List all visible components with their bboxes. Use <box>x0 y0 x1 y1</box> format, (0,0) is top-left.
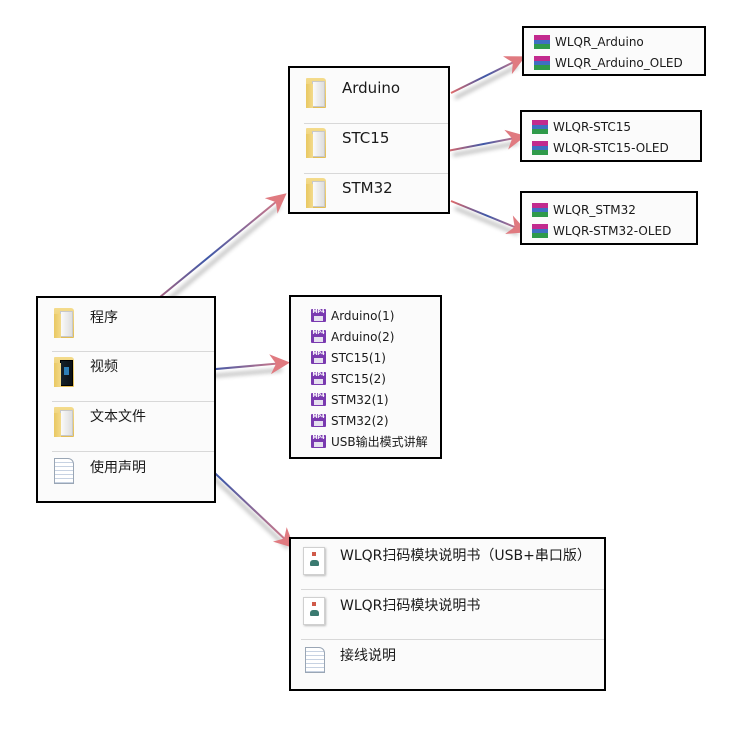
mp4-video-icon: MP4 <box>311 330 326 343</box>
video-item[interactable]: MP4 USB输出模式讲解 <box>311 431 428 452</box>
item-label: WLQR扫码模块说明书（USB+串口版） <box>340 548 591 564</box>
arduino-archives-panel: WLQR_Arduino WLQR_Arduino_OLED <box>522 26 706 76</box>
rar-archive-icon <box>534 56 550 71</box>
text-document-icon <box>54 458 74 484</box>
item-label: STC15(1) <box>331 350 386 365</box>
item-label: WLQR-STC15 <box>553 120 632 134</box>
archive-item[interactable]: WLQR_Arduino_OLED <box>534 56 704 71</box>
mp4-video-icon: MP4 <box>311 414 326 427</box>
item-label: 文本文件 <box>90 409 146 425</box>
text-folder-panel: WLQR扫码模块说明书（USB+串口版） WLQR扫码模块说明书 接线说明 <box>289 537 606 691</box>
item-label: STM32(2) <box>331 413 389 428</box>
folder-icon <box>306 78 326 108</box>
folder-item-arduino[interactable]: Arduino <box>306 78 448 108</box>
stm32-archives-panel: WLQR_STM32 WLQR-STM32-OLED <box>520 191 698 245</box>
root-item-usage-statement[interactable]: 使用声明 <box>54 458 214 484</box>
item-label: Arduino(1) <box>331 308 395 323</box>
folder-icon <box>306 128 326 158</box>
video-folder-icon <box>54 357 74 387</box>
item-label: Arduino <box>342 79 401 97</box>
archive-item[interactable]: WLQR_STM32 <box>532 203 696 218</box>
video-item[interactable]: MP4 Arduino(2) <box>311 326 428 347</box>
arrow-stc15-to-archives <box>446 129 526 152</box>
divider <box>304 173 448 174</box>
mp4-video-icon: MP4 <box>311 309 326 322</box>
archive-item[interactable]: WLQR_Arduino <box>534 35 704 50</box>
folder-item-stc15[interactable]: STC15 <box>306 128 448 158</box>
item-label: 程序 <box>90 310 118 326</box>
divider <box>301 639 604 640</box>
text-document-icon <box>305 647 325 673</box>
item-label: WLQR_Arduino_OLED <box>555 56 683 70</box>
item-label: STC15 <box>342 129 390 147</box>
item-label: 使用声明 <box>90 460 146 476</box>
root-item-video[interactable]: 视频 <box>54 357 214 387</box>
root-item-text-files[interactable]: 文本文件 <box>54 407 214 437</box>
item-label: STC15(2) <box>331 371 386 386</box>
divider <box>304 123 448 124</box>
program-folder-panel: Arduino STC15 STM32 <box>288 66 450 214</box>
video-item[interactable]: MP4 STM32(1) <box>311 389 428 410</box>
folder-icon <box>54 308 74 338</box>
archive-item[interactable]: WLQR-STC15 <box>532 120 700 135</box>
arrow-arduino-to-archives <box>450 56 526 94</box>
mp4-video-icon: MP4 <box>311 372 326 385</box>
word-document-icon <box>303 597 325 625</box>
rar-archive-icon <box>532 224 548 239</box>
arrow-stm32-to-archives <box>450 200 528 234</box>
divider <box>52 351 214 352</box>
item-label: STM32(1) <box>331 392 389 407</box>
archive-item[interactable]: WLQR-STC15-OLED <box>532 141 700 156</box>
stc15-archives-panel: WLQR-STC15 WLQR-STC15-OLED <box>520 110 702 162</box>
item-label: WLQR-STC15-OLED <box>553 141 669 155</box>
folder-icon <box>54 407 74 437</box>
mp4-video-icon: MP4 <box>311 351 326 364</box>
mp4-video-icon: MP4 <box>311 393 326 406</box>
rar-archive-icon <box>532 141 548 156</box>
document-item[interactable]: WLQR扫码模块说明书（USB+串口版） <box>303 547 604 575</box>
divider <box>52 451 214 452</box>
item-label: WLQR-STM32-OLED <box>553 224 672 238</box>
item-label: 视频 <box>90 359 118 375</box>
rar-archive-icon <box>532 203 548 218</box>
rar-archive-icon <box>532 120 548 135</box>
item-label: 接线说明 <box>340 648 396 664</box>
divider <box>52 401 214 402</box>
word-document-icon <box>303 547 325 575</box>
item-label: WLQR扫码模块说明书 <box>340 598 481 614</box>
archive-item[interactable]: WLQR-STM32-OLED <box>532 224 696 239</box>
video-item[interactable]: MP4 STM32(2) <box>311 410 428 431</box>
divider <box>301 589 604 590</box>
root-folder-panel: 程序 视频 文本文件 使用声明 <box>36 296 216 503</box>
video-item[interactable]: MP4 STC15(1) <box>311 347 428 368</box>
document-item[interactable]: 接线说明 <box>305 647 604 673</box>
item-label: USB输出模式讲解 <box>331 435 428 449</box>
item-label: Arduino(2) <box>331 329 395 344</box>
rar-archive-icon <box>534 35 550 50</box>
video-item[interactable]: MP4 Arduino(1) <box>311 305 428 326</box>
document-item[interactable]: WLQR扫码模块说明书 <box>303 597 604 625</box>
folder-icon <box>306 178 326 208</box>
item-label: STM32 <box>342 179 393 197</box>
video-item[interactable]: MP4 STC15(2) <box>311 368 428 389</box>
folder-item-stm32[interactable]: STM32 <box>306 178 448 208</box>
item-label: WLQR_Arduino <box>555 35 644 49</box>
mp4-video-icon: MP4 <box>311 435 326 448</box>
item-label: WLQR_STM32 <box>553 203 636 217</box>
root-item-program[interactable]: 程序 <box>54 308 214 338</box>
